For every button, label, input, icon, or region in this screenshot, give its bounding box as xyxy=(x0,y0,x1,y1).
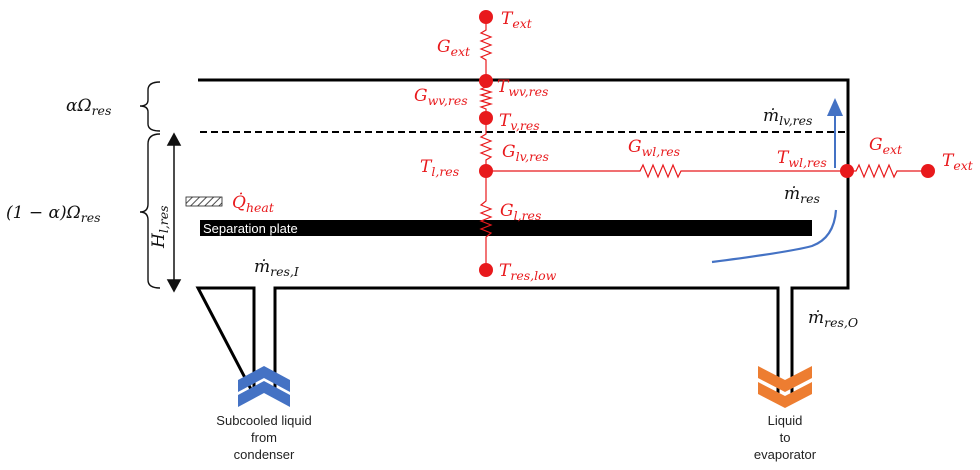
outlet-caption-line-2: to xyxy=(780,430,791,445)
horizontal-thermal-chain xyxy=(486,163,928,179)
label-g-wl-res: Gwl,res xyxy=(628,137,680,159)
node-t-wl-res xyxy=(840,164,854,178)
inlet-caption-line-1: Subcooled liquid xyxy=(216,413,311,428)
label-m-res-i: ṁres,I xyxy=(254,257,300,279)
inlet-caption-line-2: from xyxy=(251,430,277,445)
outlet-chevron-icon xyxy=(758,366,812,408)
label-t-l-res: Tl,res xyxy=(420,157,459,179)
node-t-res-low xyxy=(479,263,493,277)
outlet-caption-line-3: evaporator xyxy=(754,447,817,462)
node-t-l-res xyxy=(479,164,493,178)
label-t-res-low: Tres,low xyxy=(499,261,557,283)
node-t-v-res xyxy=(479,111,493,125)
node-t-ext-right xyxy=(921,164,935,178)
liquid-height-arrow xyxy=(166,132,182,293)
label-t-wl-res: Twl,res xyxy=(777,148,827,170)
heater-hatch xyxy=(185,196,223,207)
inlet-chevron-icon xyxy=(238,366,290,407)
label-m-res: ṁres xyxy=(784,184,820,206)
label-g-wv-res: Gwv,res xyxy=(414,86,468,108)
label-t-ext-top: Text xyxy=(501,9,533,31)
flow-arrow-res xyxy=(711,209,838,264)
label-t-ext-right: Text xyxy=(942,151,974,173)
reservoir-outline xyxy=(195,78,850,396)
label-g-ext-top: Gext xyxy=(437,37,471,59)
label-g-ext-right: Gext xyxy=(869,135,903,157)
label-m-res-o: ṁres,O xyxy=(808,308,858,330)
label-t-v-res: Tv,res xyxy=(499,111,540,133)
node-t-wv-res xyxy=(479,74,493,88)
one-minus-alpha-brace xyxy=(139,133,161,289)
label-h-l-res: Hl,res xyxy=(149,205,171,249)
inlet-caption-line-3: condenser xyxy=(234,447,295,462)
vertical-thermal-chain xyxy=(478,19,494,270)
separation-plate-label: Separation plate xyxy=(203,221,298,236)
label-one-minus-alpha-omega: (1 − α)Ωres xyxy=(6,203,101,225)
label-g-l-res: Gl,res xyxy=(500,201,541,223)
outlet-caption-line-1: Liquid xyxy=(768,413,803,428)
separation-plate xyxy=(200,220,812,236)
label-q-heat: Q̇heat xyxy=(232,193,275,215)
node-t-ext-top xyxy=(479,10,493,24)
alpha-omega-brace xyxy=(139,81,161,132)
label-t-wv-res: Twv,res xyxy=(497,77,548,99)
label-m-lv-res: ṁlv,res xyxy=(763,106,812,128)
label-alpha-omega: αΩres xyxy=(66,96,111,118)
label-g-lv-res: Glv,res xyxy=(502,142,549,164)
